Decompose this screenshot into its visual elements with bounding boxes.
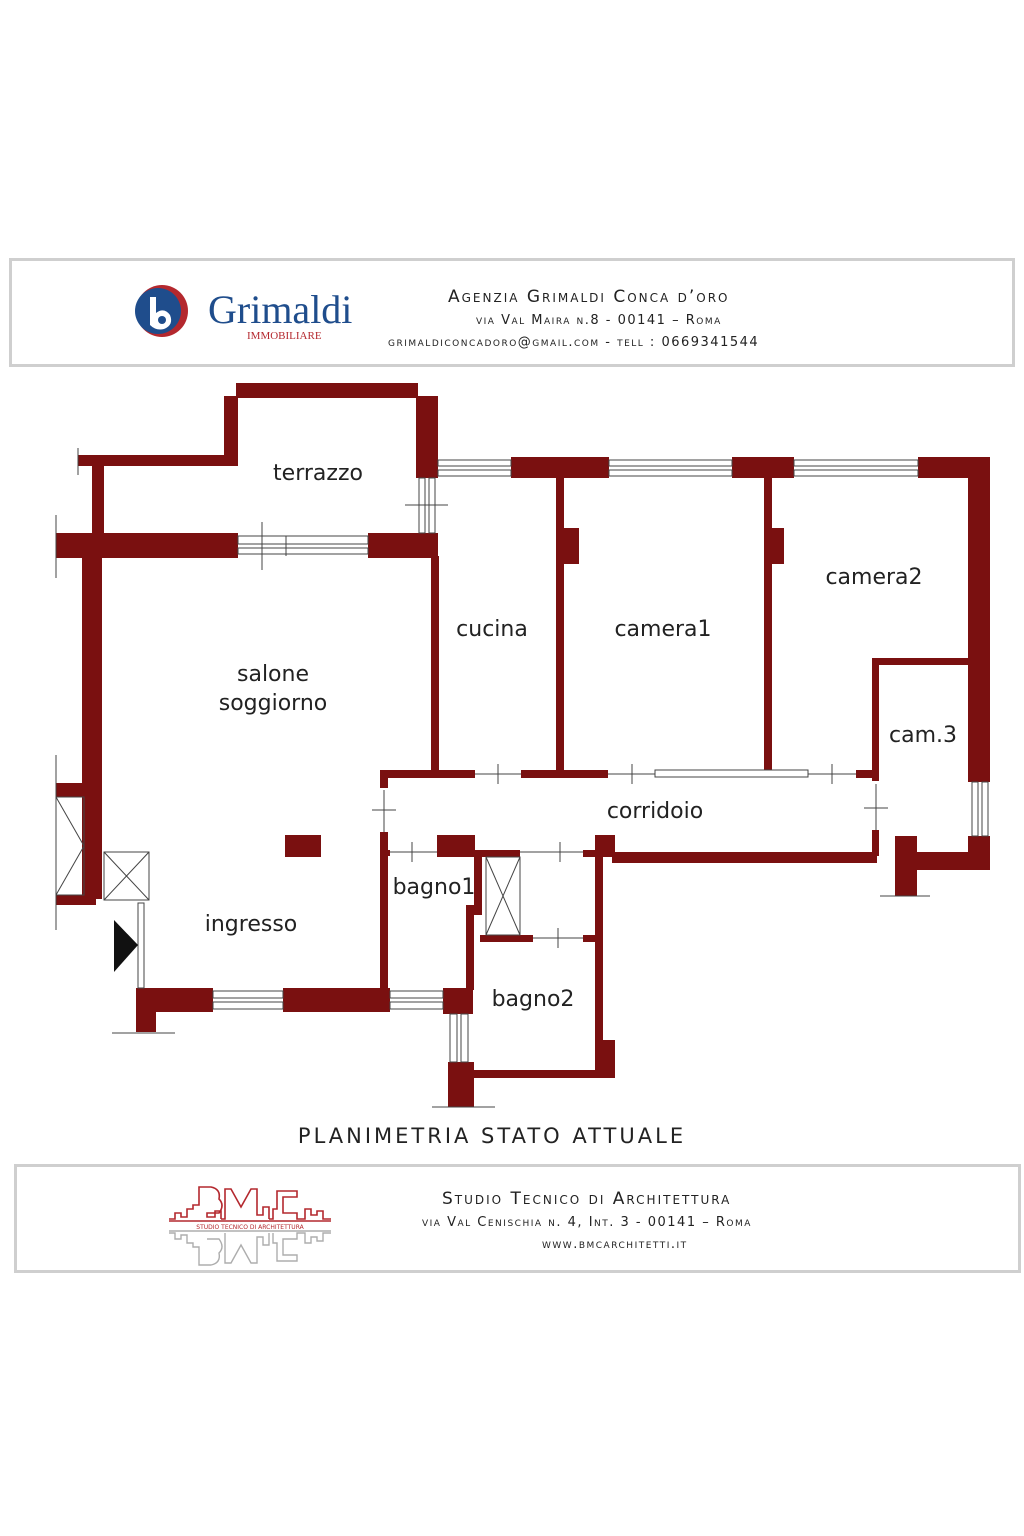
- studio-website: www.bmcarchitetti.it: [542, 1237, 688, 1252]
- agency-address: via Val Maira n.8 - 00141 – Roma: [476, 313, 722, 328]
- svg-text:Grimaldi: Grimaldi: [208, 287, 352, 332]
- room-label-bagno1: bagno1: [393, 875, 476, 900]
- room-label-bagno2: bagno2: [492, 987, 575, 1012]
- plan-title: PLANIMETRIA STATO ATTUALE: [297, 1124, 687, 1148]
- svg-text:STUDIO TECNICO DI ARCHITETTURA: STUDIO TECNICO DI ARCHITETTURA: [196, 1224, 304, 1231]
- entrance-arrow-icon: [114, 920, 138, 972]
- svg-text:IMMOBILIARE: IMMOBILIARE: [247, 330, 322, 342]
- agency-contact: grimaldiconcadoro@gmail.com - tell : 066…: [388, 335, 760, 350]
- room-label-terrazzo: terrazzo: [273, 461, 363, 486]
- studio-name: Studio Tecnico di Architettura: [442, 1189, 732, 1209]
- floor-plan: terrazzo salone soggiorno cucina camera1…: [55, 383, 990, 1108]
- windows-doors: [55, 448, 989, 1108]
- bmc-logo: STUDIO TECNICO DI ARCHITETTURA: [169, 1186, 331, 1266]
- walls: [56, 383, 990, 1107]
- agency-header: Grimaldi IMMOBILIARE Agenzia Grimaldi Co…: [9, 258, 1015, 367]
- agency-name: Agenzia Grimaldi Conca d’oro: [448, 287, 730, 307]
- room-label-corridoio: corridoio: [607, 799, 703, 824]
- room-label-ingresso: ingresso: [205, 912, 298, 937]
- room-label-cucina: cucina: [456, 617, 528, 642]
- studio-address: via Val Cenischia n. 4, Int. 3 - 00141 –…: [422, 1215, 752, 1230]
- studio-footer: STUDIO TECNICO DI ARCHITETTURA Studio Te…: [14, 1164, 1021, 1273]
- grimaldi-logo: Grimaldi IMMOBILIARE: [135, 285, 352, 342]
- room-label-camera1: camera1: [614, 617, 711, 642]
- room-label-camera2: camera2: [825, 565, 922, 590]
- room-label-soggiorno: soggiorno: [219, 691, 328, 716]
- room-label-salone: salone: [237, 662, 309, 687]
- room-label-cam3: cam.3: [889, 723, 957, 748]
